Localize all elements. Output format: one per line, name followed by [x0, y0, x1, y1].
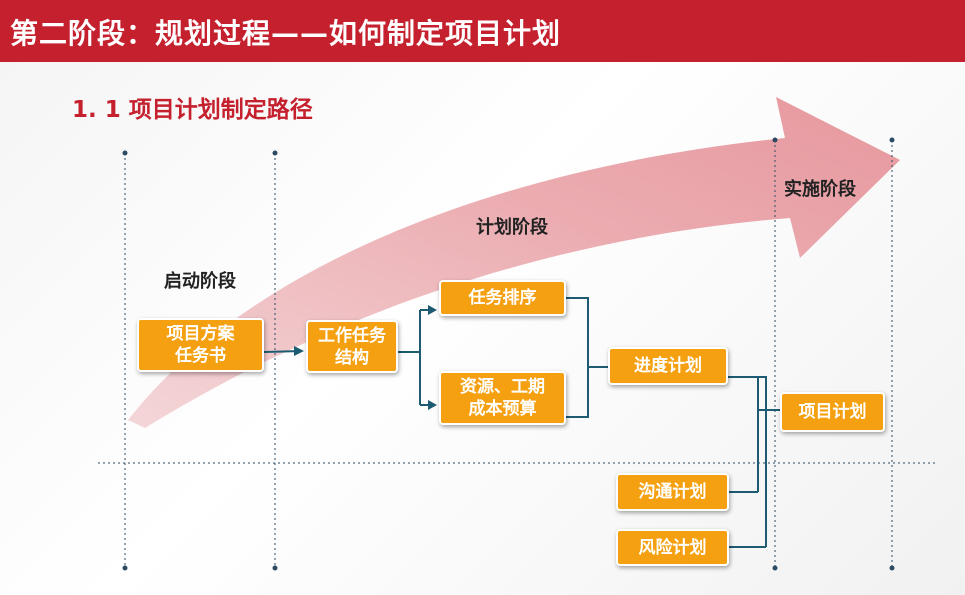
- box-line: 进度计划: [634, 356, 702, 376]
- box-line: 沟通计划: [638, 482, 707, 502]
- connector-schedule-out: [728, 376, 767, 547]
- divider-marker: [889, 565, 895, 571]
- box-task-sequence: 任务排序: [439, 280, 566, 316]
- divider-marker: [889, 137, 895, 143]
- connectors: [263, 297, 780, 548]
- box-line: 工作任务: [318, 325, 386, 346]
- divider-marker: [122, 565, 128, 571]
- page-title: 第二阶段：规划过程——如何制定项目计划: [10, 17, 562, 50]
- divider-marker: [272, 150, 278, 156]
- divider-marker: [122, 150, 128, 156]
- box-line: 资源、工期: [460, 377, 545, 397]
- arrowhead-icon: [428, 305, 437, 315]
- arrowhead-icon: [294, 346, 304, 356]
- divider-markers: [122, 137, 895, 571]
- box-line: 任务书: [175, 346, 226, 366]
- phase-arrow: [128, 97, 900, 428]
- box-line: 风险计划: [638, 537, 707, 558]
- box-line: 项目计划: [798, 402, 867, 422]
- divider-marker: [272, 565, 278, 571]
- box-risk-plan: 风险计划: [616, 529, 729, 566]
- box-wbs: 工作任务 结构: [306, 320, 398, 373]
- box-project-plan: 项目计划: [780, 392, 885, 432]
- box-line: 成本预算: [468, 399, 537, 419]
- connector-wbs-branch: [398, 309, 433, 406]
- box-resources-budget: 资源、工期 成本预算: [439, 371, 566, 425]
- box-line: 结构: [335, 347, 369, 368]
- phase-dividers: [124, 140, 893, 568]
- phase-label-plan: 计划阶段: [476, 217, 548, 238]
- box-line: 项目方案: [166, 324, 235, 344]
- box-line: 任务排序: [468, 288, 537, 308]
- phase-label-implement: 实施阶段: [784, 179, 856, 200]
- arrowheads: [294, 305, 437, 410]
- box-project-charter: 项目方案 任务书: [137, 318, 264, 372]
- section-subtitle: 1. 1 项目计划制定路径: [72, 97, 313, 123]
- box-schedule-plan: 进度计划: [608, 347, 728, 385]
- arrowhead-icon: [428, 400, 437, 410]
- phase-label-start: 启动阶段: [164, 271, 236, 292]
- connector-bracket-right: [566, 297, 589, 418]
- header-bar: [0, 0, 965, 62]
- box-communication-plan: 沟通计划: [616, 473, 729, 511]
- divider-marker: [772, 565, 778, 571]
- divider-marker: [772, 137, 778, 143]
